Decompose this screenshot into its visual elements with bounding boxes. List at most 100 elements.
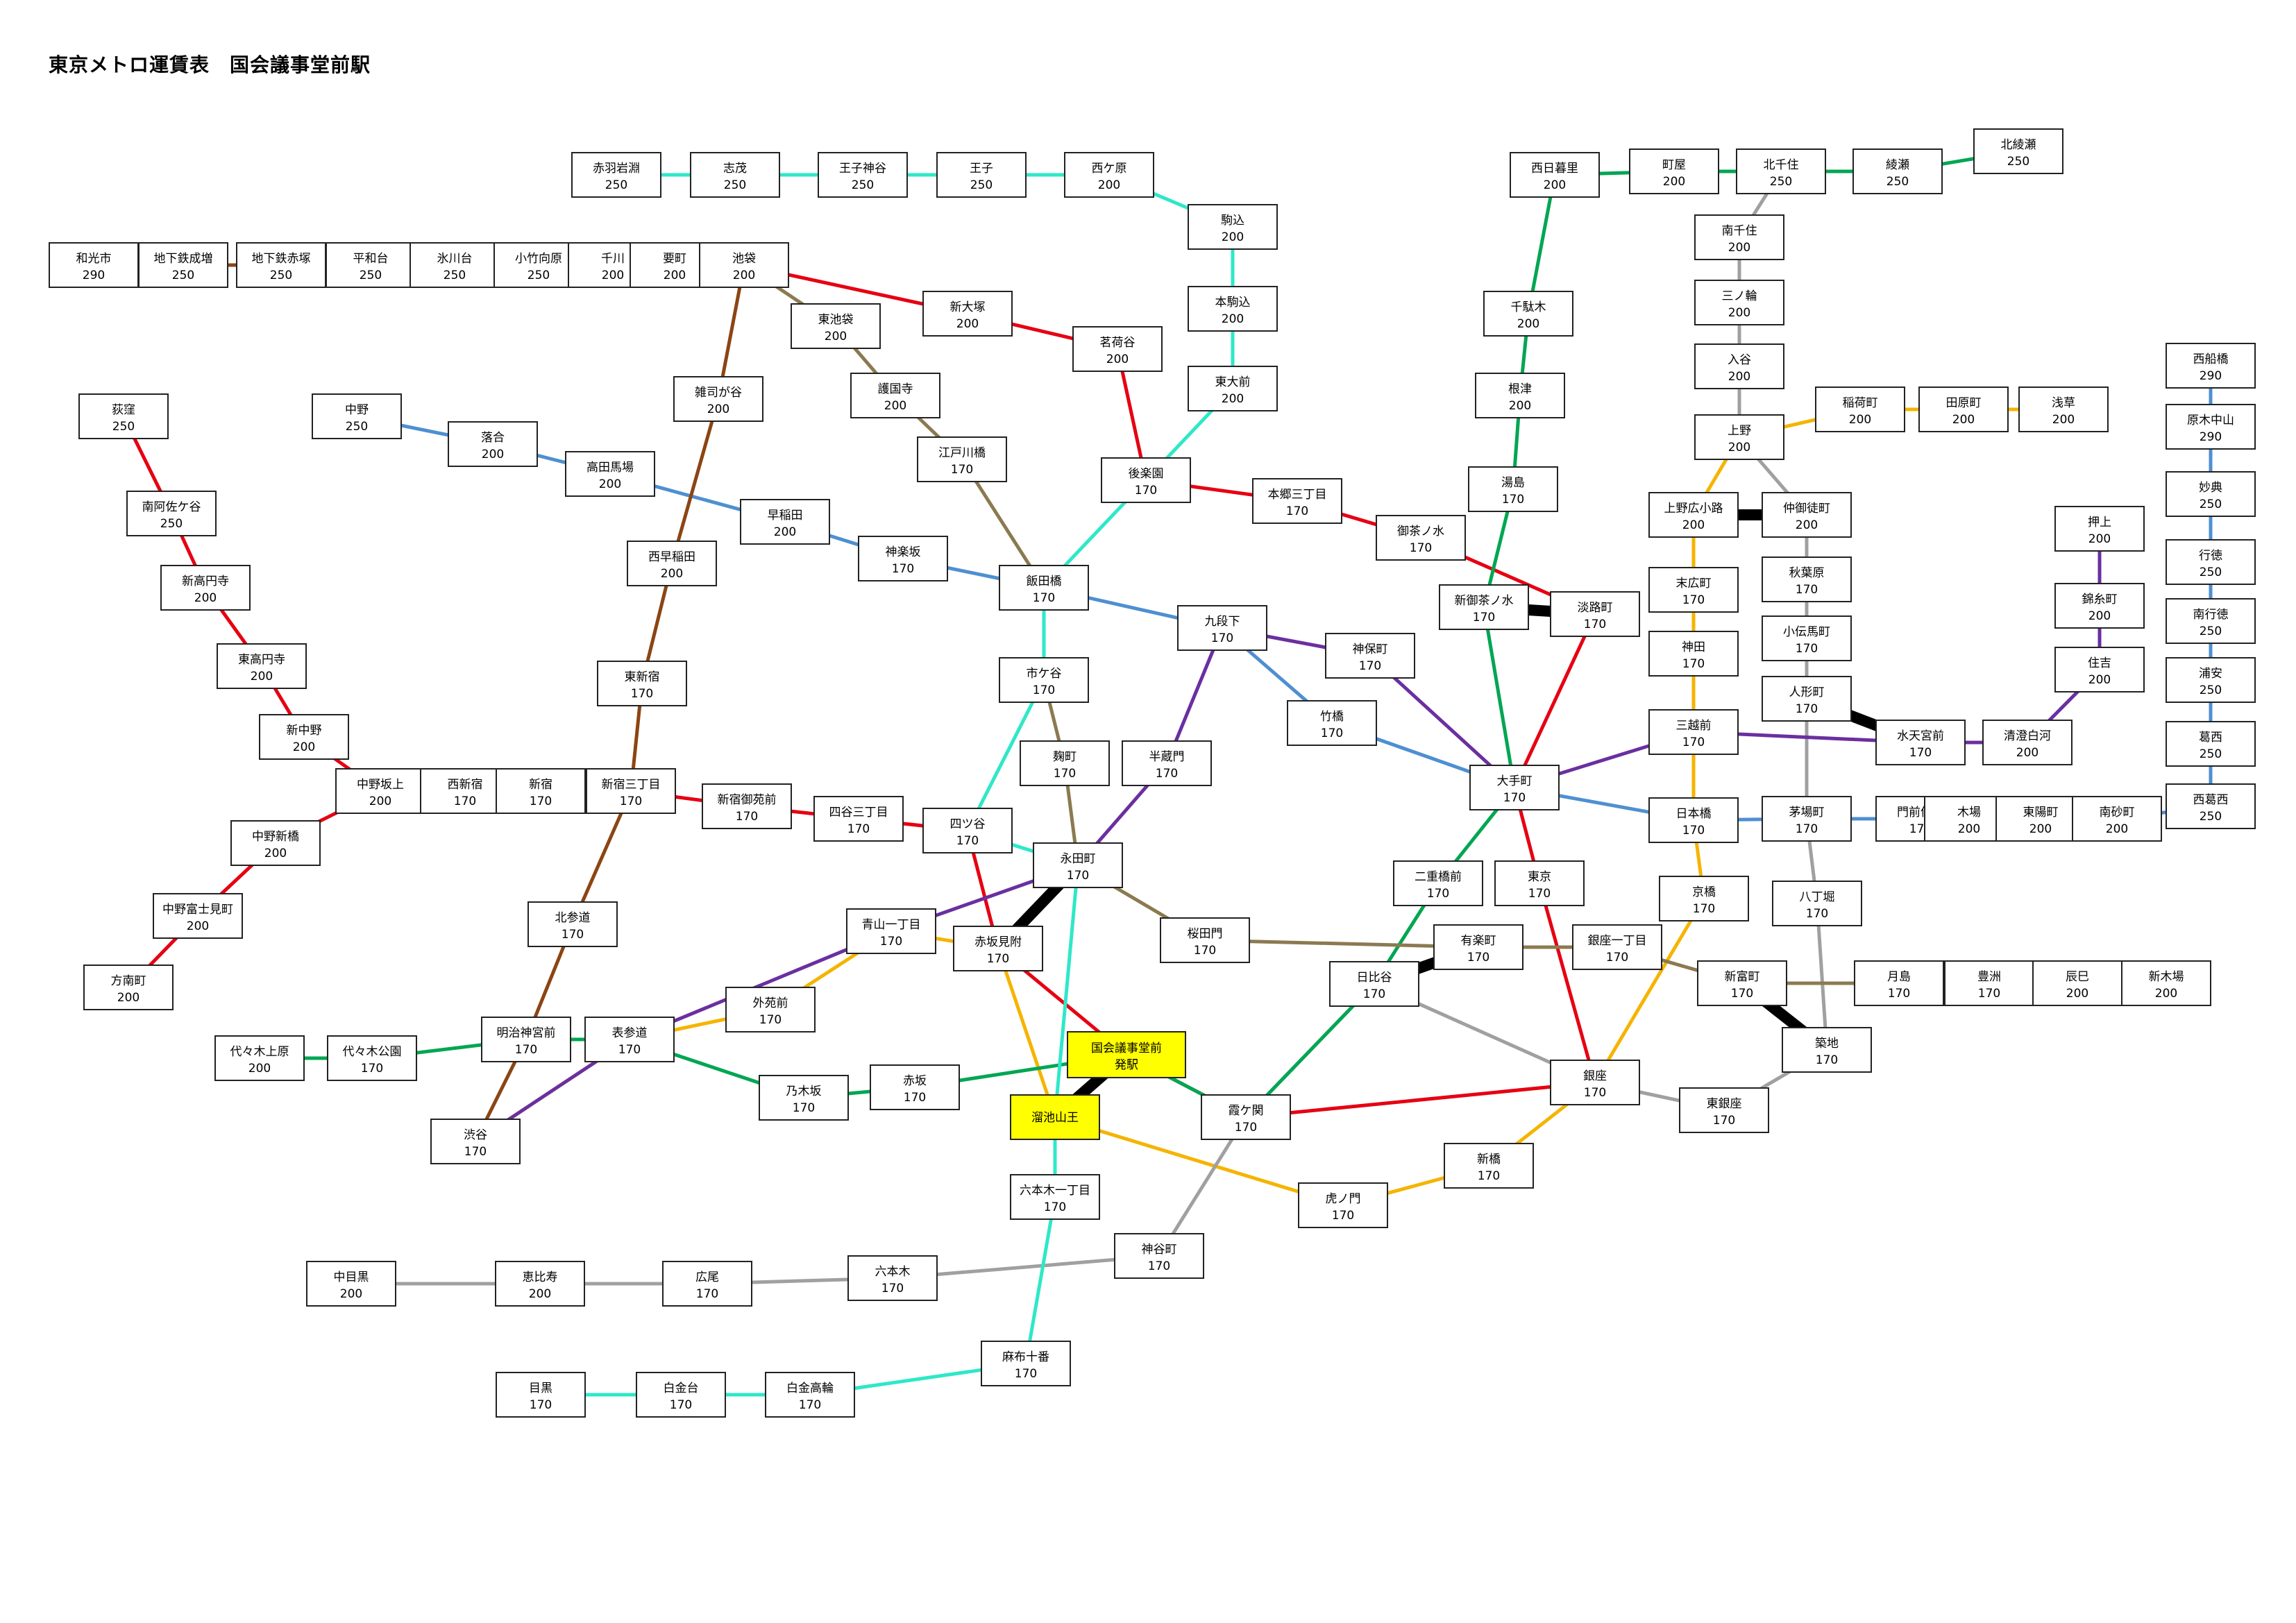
station-fare: 200: [1098, 178, 1120, 192]
station-box: [936, 152, 1027, 198]
station-name: 渋谷: [464, 1128, 487, 1142]
station-box: [2166, 343, 2256, 389]
station-fare: 200: [599, 477, 621, 491]
station-fare: 200: [248, 1062, 271, 1076]
station-fare: 200: [1952, 413, 1975, 427]
station-name: 恵比寿: [523, 1271, 558, 1284]
station-box: [1772, 881, 1862, 926]
station-box: [1329, 961, 1419, 1007]
station-fare: 200: [529, 1287, 551, 1301]
station-fare: 170: [620, 794, 642, 808]
station-box: [627, 541, 717, 586]
station-fare: 170: [1363, 987, 1385, 1001]
station-fare: 170: [1235, 1121, 1257, 1135]
station-fare: 170: [1410, 541, 1432, 555]
station-name: 高田馬場: [586, 461, 634, 475]
station-name: 上野広小路: [1664, 502, 1723, 516]
station-name: 明治神宮前: [497, 1026, 556, 1040]
station-box: [1659, 876, 1749, 921]
station-fare: 170: [1135, 484, 1157, 498]
station-box: [1064, 152, 1154, 198]
station-fare: 170: [1478, 1169, 1500, 1183]
station-box: [597, 661, 687, 706]
station-fare: 170: [530, 794, 552, 808]
station-fare: 170: [1796, 583, 1818, 597]
station-fare: 250: [970, 178, 993, 192]
station-name: 南砂町: [2100, 806, 2135, 819]
station-fare: 170: [464, 1145, 487, 1159]
station-name: 築地: [1815, 1037, 1839, 1051]
station-fare: 200: [956, 317, 979, 331]
station-box: [1433, 924, 1523, 970]
station-name: 原木中山: [2187, 414, 2234, 427]
station-name: 茅場町: [1789, 806, 1825, 819]
station-name: 新橋: [1477, 1153, 1501, 1166]
station-fare: 200: [2052, 413, 2075, 427]
station-name: 御茶ノ水: [1397, 525, 1444, 538]
station-box: [138, 242, 228, 288]
station-box: [1483, 291, 1573, 337]
station-fare: 250: [444, 269, 466, 282]
station-name: 要町: [663, 252, 686, 266]
station-fare: 250: [2200, 747, 2222, 761]
station-name: 赤羽岩淵: [593, 162, 640, 176]
station-box: [1201, 1094, 1291, 1140]
station-fare: 250: [605, 178, 627, 192]
station-fare: 200: [884, 399, 906, 413]
station-box: [481, 1017, 571, 1062]
station-name: 中野新橋: [252, 830, 299, 844]
station-name: 根津: [1508, 382, 1532, 396]
station-name: 神田: [1682, 640, 1705, 654]
station-box: [699, 242, 789, 288]
station-box: [1325, 633, 1415, 679]
fukutoshin-line-segment: [670, 397, 720, 566]
station-box: [1648, 492, 1739, 538]
station-box: [1468, 466, 1558, 512]
station-box: [740, 499, 830, 545]
station-box: [126, 491, 217, 536]
station-fare: 200: [733, 269, 755, 282]
station-name: 永田町: [1061, 852, 1096, 866]
station-fare: 250: [1886, 175, 1909, 189]
station-box: [306, 1261, 396, 1307]
station-box: [759, 1075, 849, 1121]
station-fare: 170: [892, 562, 914, 576]
station-fare: 170: [1888, 987, 1910, 1001]
station-name: 茗荷谷: [1100, 336, 1136, 350]
station-fare: 170: [1467, 951, 1489, 965]
station-fare: 170: [1682, 657, 1705, 671]
station-box: [690, 152, 780, 198]
station-box: [259, 714, 349, 760]
station-name: 淡路町: [1578, 601, 1613, 615]
hibiya-line-segment: [1815, 901, 1829, 1052]
station-name: 乃木坂: [786, 1085, 822, 1098]
station-name: 池袋: [732, 252, 756, 266]
station-box: [1393, 860, 1483, 906]
station-fare: 170: [1606, 951, 1628, 965]
station-name: 有楽町: [1461, 934, 1496, 948]
station-box: [1679, 1087, 1769, 1133]
station-name: 四ツ谷: [950, 817, 986, 831]
station-fare: 170: [1502, 493, 1524, 507]
station-box: [49, 242, 139, 288]
station-name: 豊洲: [1977, 970, 2001, 984]
station-fare: 170: [1156, 767, 1178, 781]
